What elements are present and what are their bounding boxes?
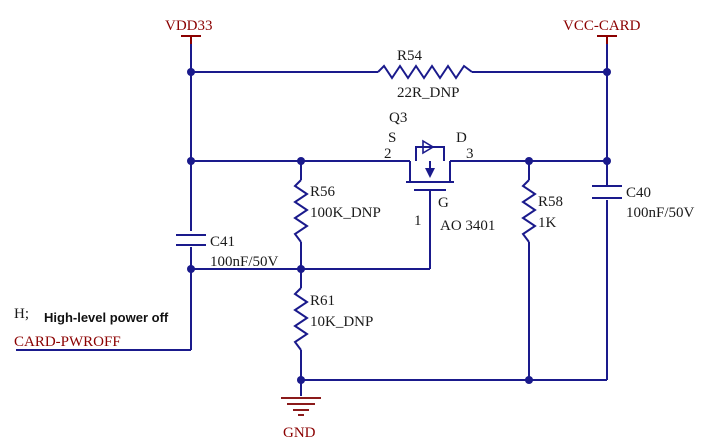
c41-capacitor: C41 100nF/50V (176, 234, 279, 270)
r58-value: 1K (538, 215, 557, 231)
vdd33-label: VDD33 (165, 18, 213, 34)
r54-ref: R54 (397, 48, 423, 64)
r56-ref: R56 (310, 184, 336, 200)
r56-value: 100K_DNP (310, 205, 381, 221)
q3-source-label: S (388, 130, 396, 146)
ground-symbol: GND (281, 397, 321, 441)
gnd-label: GND (283, 425, 316, 441)
q3-source-pin: 2 (384, 146, 392, 162)
vdd33-power-port: VDD33 (165, 18, 213, 44)
c40-value: 100nF/50V (626, 205, 695, 221)
r61-ref: R61 (310, 293, 335, 309)
q3-gate-pin: 1 (414, 213, 422, 229)
q3-part: AO 3401 (440, 218, 495, 234)
power-off-note: High-level power off (44, 310, 169, 325)
note-background (38, 304, 188, 328)
card-pwroff-label: CARD-PWROFF (14, 334, 121, 350)
junction-dots (187, 68, 611, 384)
c41-value: 100nF/50V (210, 254, 279, 270)
r61-value: 10K_DNP (310, 314, 373, 330)
q3-mosfet: Q3 S D 2 3 1 G AO 3401 (384, 110, 495, 234)
q3-ref: Q3 (389, 110, 407, 126)
c41-ref: C41 (210, 234, 235, 250)
r58-resistor: R58 1K (521, 179, 563, 243)
vcc-card-power-port: VCC-CARD (563, 18, 641, 44)
q3-gate-label: G (438, 195, 449, 211)
vcc-card-label: VCC-CARD (563, 18, 641, 34)
card-pwroff-net: H; High-level power off CARD-PWROFF (14, 304, 188, 350)
r61-resistor: R61 10K_DNP (293, 287, 373, 351)
q3-drain-label: D (456, 130, 467, 146)
r54-resistor: R54 22R_DNP (377, 48, 473, 101)
q3-drain-pin: 3 (466, 146, 474, 162)
r56-resistor: R56 100K_DNP (293, 179, 381, 243)
r58-ref: R58 (538, 194, 563, 210)
r54-value: 22R_DNP (397, 85, 460, 101)
c40-capacitor: C40 100nF/50V (592, 185, 695, 221)
c40-ref: C40 (626, 185, 651, 201)
h-prefix-label: H; (14, 306, 29, 322)
